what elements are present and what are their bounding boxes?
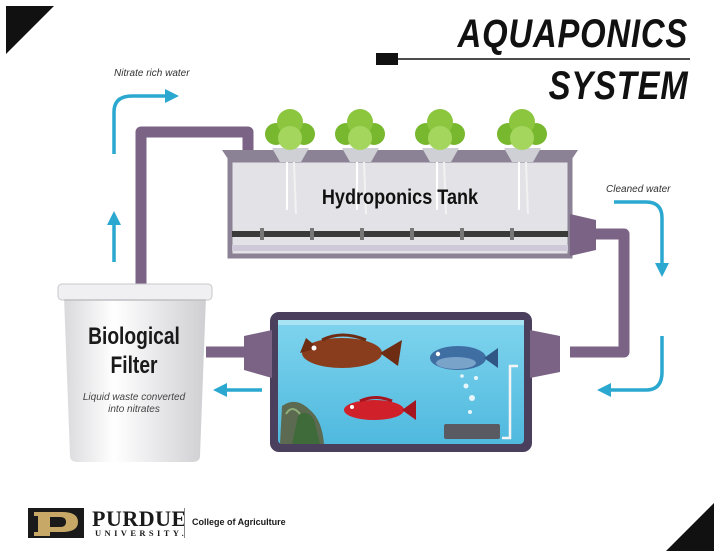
air-tube: [502, 364, 518, 440]
purdue-wordmark: PURDUE: [92, 506, 187, 531]
pipe-tank-to-aquarium: [570, 228, 630, 358]
fish-blue: [430, 346, 498, 370]
fish-red: [344, 396, 416, 420]
lettuce-plant-1: [265, 109, 315, 215]
lettuce-plant-4: [497, 109, 547, 215]
hydroponics-tank-label: Hydroponics Tank: [321, 186, 479, 209]
corner-triangle-bottom-right: [666, 503, 714, 551]
hydroponics-tank-outlet: [570, 214, 596, 256]
arrow-nitrate-curve: [112, 89, 179, 154]
biological-filter-title: Biological Filter: [75, 322, 193, 380]
nitrate-water-label: Nitrate rich water: [114, 68, 190, 79]
fish-tank-inlet: [530, 330, 560, 378]
purdue-p-logo: [28, 508, 84, 538]
arrow-cleaned-curve: [614, 200, 669, 277]
pipe-filter-to-tank: [135, 126, 254, 292]
air-bubbles: [460, 374, 478, 414]
corner-triangle-top-left: [6, 6, 54, 54]
tube-connectors: [260, 228, 514, 240]
fish-brown: [300, 333, 402, 368]
lettuce-plant-3: [415, 109, 465, 215]
biological-filter-description: Liquid waste converted into nitrates: [82, 392, 186, 415]
air-pump: [444, 424, 500, 439]
biological-filter-title-line-1: Biological: [88, 323, 180, 350]
purdue-university-wordmark: UNIVERSITY.: [95, 528, 188, 538]
fish-tank-outlet: [244, 330, 272, 378]
lettuce-plant-2: [335, 109, 385, 215]
fish-tank-water-line: [278, 320, 524, 325]
biological-filter-title-line-2: Filter: [110, 352, 158, 379]
biological-filter-bucket: [57, 283, 213, 462]
bucket-rim: [57, 283, 213, 301]
title-bar-block: [376, 53, 398, 65]
title-line-2: SYSTEM: [548, 64, 688, 108]
title-line-1: AQUAPONICS: [457, 12, 688, 56]
rock-plant-decor: [280, 401, 324, 444]
arrow-return-curve: [597, 336, 664, 397]
footer-divider: [184, 508, 185, 538]
fish-tank: [244, 312, 560, 452]
aeration-tube: [232, 231, 568, 237]
bucket-body: [64, 296, 206, 462]
college-of-agriculture-label: College of Agriculture: [192, 517, 286, 527]
cleaned-water-label: Cleaned water: [606, 184, 671, 195]
